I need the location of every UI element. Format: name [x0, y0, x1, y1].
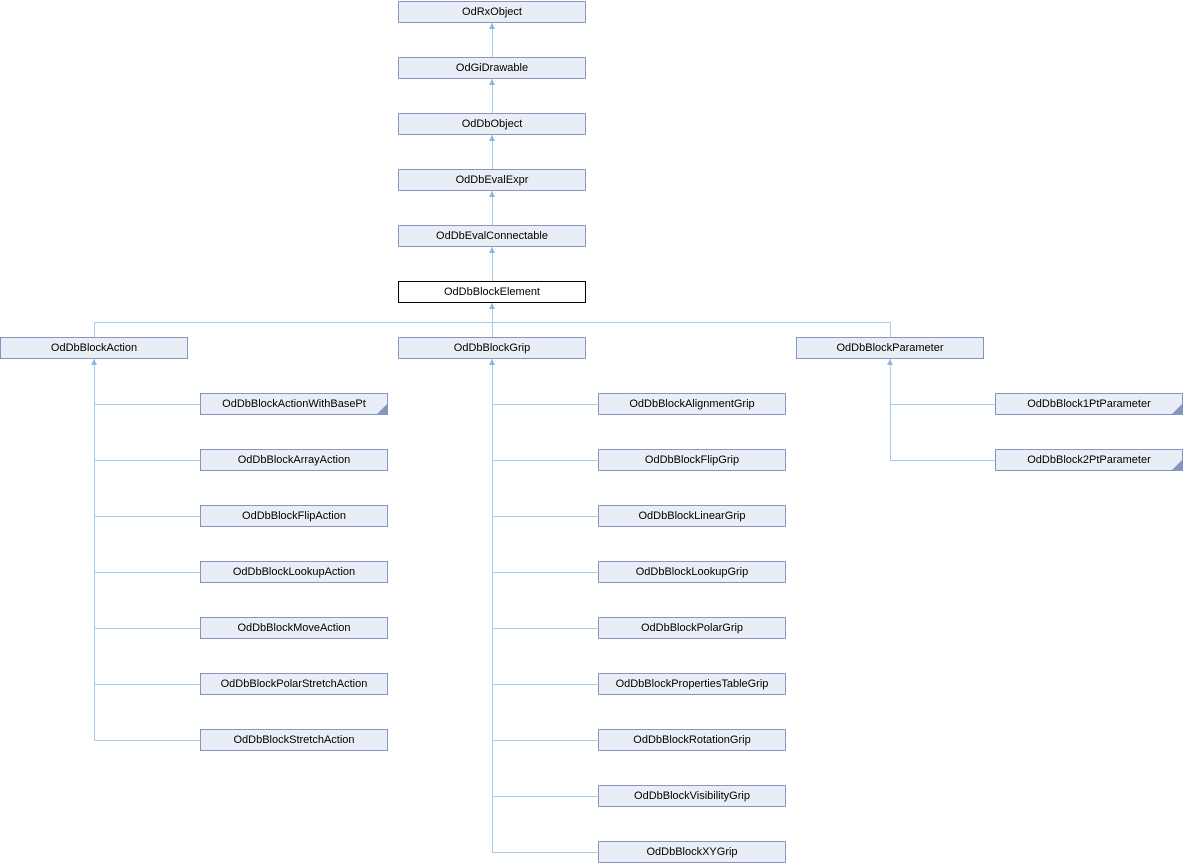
class-label: OdDbBlockLookupGrip	[635, 566, 749, 578]
edge-line	[94, 404, 200, 405]
edge-line	[94, 359, 95, 740]
class-label: OdGiDrawable	[455, 62, 529, 74]
edge-line	[492, 684, 598, 685]
class-label: OdDbBlockFlipAction	[242, 510, 346, 522]
class-label: OdDbBlockArrayAction	[237, 454, 351, 466]
class-node-oddbblocklineargrip[interactable]: OdDbBlockLinearGrip	[598, 505, 786, 527]
class-label: OdDbEvalConnectable	[436, 230, 548, 242]
class-label: OdDbBlockGrip	[453, 342, 531, 354]
class-label: OdDbObject	[461, 118, 523, 130]
inheritance-arrow-icon	[489, 23, 495, 29]
inheritance-arrow-icon	[489, 191, 495, 197]
class-node-oddbblocklookupgrip[interactable]: OdDbBlockLookupGrip	[598, 561, 786, 583]
inheritance-arrow-icon	[887, 359, 893, 365]
inheritance-arrow-icon	[91, 359, 97, 365]
class-label: OdDbBlockAlignmentGrip	[629, 398, 755, 410]
edge-line	[492, 135, 493, 169]
hidden-subclasses-fold-icon	[1172, 460, 1182, 470]
hidden-subclasses-fold-icon	[1172, 404, 1182, 414]
class-node-oddbblockstretchaction[interactable]: OdDbBlockStretchAction	[200, 729, 388, 751]
class-node-oddbblockactionwithbasept[interactable]: OdDbBlockActionWithBasePt	[200, 393, 388, 415]
class-node-oddbblockalignmentgrip[interactable]: OdDbBlockAlignmentGrip	[598, 393, 786, 415]
class-label: OdDbBlockStretchAction	[233, 734, 355, 746]
class-node-oddbblockflipgrip[interactable]: OdDbBlockFlipGrip	[598, 449, 786, 471]
edge-line	[94, 684, 200, 685]
class-node-oddbblockvisibilitygrip[interactable]: OdDbBlockVisibilityGrip	[598, 785, 786, 807]
edge-line	[492, 359, 493, 852]
class-node-oddbblocklookupaction[interactable]: OdDbBlockLookupAction	[200, 561, 388, 583]
edge-line	[492, 303, 493, 337]
class-label: OdDbBlockRotationGrip	[633, 734, 751, 746]
class-node-oddbblockparameter[interactable]: OdDbBlockParameter	[796, 337, 984, 359]
class-label: OdDbBlockActionWithBasePt	[222, 398, 366, 410]
class-label: OdDbEvalExpr	[455, 174, 529, 186]
class-node-oddbblock2ptparameter[interactable]: OdDbBlock2PtParameter	[995, 449, 1183, 471]
class-node-oddbblock1ptparameter[interactable]: OdDbBlock1PtParameter	[995, 393, 1183, 415]
edge-line	[94, 516, 200, 517]
edge-line	[94, 628, 200, 629]
edge-line	[890, 460, 995, 461]
class-node-oddbblockxygrip[interactable]: OdDbBlockXYGrip	[598, 841, 786, 863]
edge-line	[492, 247, 493, 281]
edge-line	[492, 191, 493, 225]
class-label: OdDbBlock1PtParameter	[1027, 398, 1151, 410]
edge-line	[492, 796, 598, 797]
edge-line	[94, 460, 200, 461]
class-node-oddbevalconnectable[interactable]: OdDbEvalConnectable	[398, 225, 586, 247]
class-label: OdDbBlockMoveAction	[237, 622, 351, 634]
edge-line	[492, 852, 598, 853]
edge-line	[94, 322, 95, 337]
edge-line	[492, 404, 598, 405]
class-node-oddbblockmoveaction[interactable]: OdDbBlockMoveAction	[200, 617, 388, 639]
edge-line	[492, 572, 598, 573]
class-label: OdDbBlockPropertiesTableGrip	[615, 678, 769, 690]
class-label: OdDbBlock2PtParameter	[1027, 454, 1151, 466]
edge-line	[890, 404, 995, 405]
class-label: OdDbBlockLookupAction	[232, 566, 356, 578]
inheritance-arrow-icon	[489, 359, 495, 365]
edge-line	[492, 516, 598, 517]
class-label: OdDbBlockVisibilityGrip	[634, 790, 750, 802]
class-label: OdDbBlockXYGrip	[646, 846, 738, 858]
class-label: OdDbBlockLinearGrip	[638, 510, 746, 522]
class-node-oddbblockpolarstretchaction[interactable]: OdDbBlockPolarStretchAction	[200, 673, 388, 695]
class-label: OdRxObject	[462, 6, 522, 18]
inheritance-arrow-icon	[489, 303, 495, 309]
edge-line	[492, 740, 598, 741]
inheritance-arrow-icon	[489, 79, 495, 85]
hidden-subclasses-fold-icon	[377, 404, 387, 414]
inheritance-arrow-icon	[489, 135, 495, 141]
class-label: OdDbBlockAction	[50, 342, 138, 354]
edge-line	[94, 322, 891, 323]
class-label: OdDbBlockElement	[444, 286, 540, 298]
edge-line	[890, 359, 891, 460]
class-node-oddbblockelement-current: OdDbBlockElement	[398, 281, 586, 303]
class-node-oddbblockrotationgrip[interactable]: OdDbBlockRotationGrip	[598, 729, 786, 751]
edge-line	[492, 79, 493, 113]
edge-line	[94, 572, 200, 573]
edge-line	[492, 23, 493, 57]
class-node-oddbblockarrayaction[interactable]: OdDbBlockArrayAction	[200, 449, 388, 471]
class-node-oddbblockpropertiestablegrip[interactable]: OdDbBlockPropertiesTableGrip	[598, 673, 786, 695]
class-node-odrxobject[interactable]: OdRxObject	[398, 1, 586, 23]
class-label: OdDbBlockParameter	[836, 342, 944, 354]
class-label: OdDbBlockPolarStretchAction	[220, 678, 368, 690]
class-node-odgidrawable[interactable]: OdGiDrawable	[398, 57, 586, 79]
edge-line	[94, 740, 200, 741]
inheritance-arrow-icon	[489, 247, 495, 253]
class-node-oddbevalexpr[interactable]: OdDbEvalExpr	[398, 169, 586, 191]
class-node-oddbblockflipaction[interactable]: OdDbBlockFlipAction	[200, 505, 388, 527]
class-node-oddbblockaction[interactable]: OdDbBlockAction	[0, 337, 188, 359]
edge-line	[492, 460, 598, 461]
edge-line	[890, 322, 891, 337]
edge-line	[492, 628, 598, 629]
class-node-oddbblockgrip[interactable]: OdDbBlockGrip	[398, 337, 586, 359]
class-label: OdDbBlockFlipGrip	[644, 454, 740, 466]
class-label: OdDbBlockPolarGrip	[640, 622, 744, 634]
class-node-oddbobject[interactable]: OdDbObject	[398, 113, 586, 135]
class-node-oddbblockpolargrip[interactable]: OdDbBlockPolarGrip	[598, 617, 786, 639]
